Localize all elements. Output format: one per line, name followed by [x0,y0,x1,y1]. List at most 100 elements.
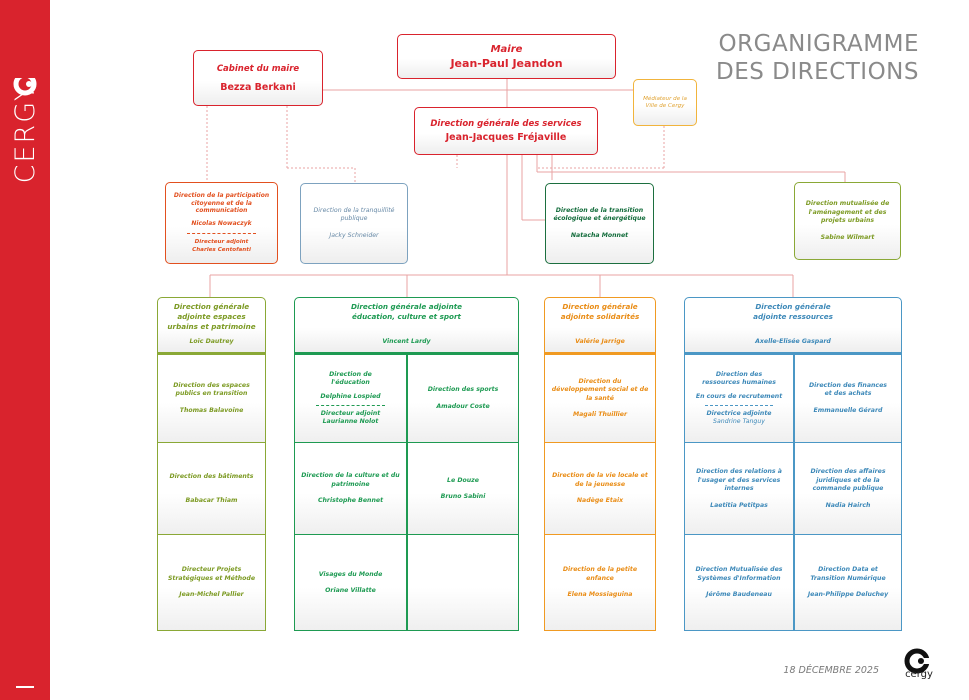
cell-title: Le Douze [447,476,479,484]
dga-education-title: Direction générale adjointe éducation, c… [350,302,463,321]
cell-title: Direction des espaces publics en transit… [173,381,250,398]
cell-developpement-social: Direction du développement social et de … [545,355,655,443]
cell-title: Direction des sports [427,386,499,393]
cabinet-title: Cabinet du maire [216,63,300,74]
tranquillite-name: Jacky Schneider [329,231,379,239]
cell-title: Visages du Monde [318,570,383,578]
logo-text: cergy [905,669,933,680]
cell-name: Delphine Lospied [320,392,381,400]
sidebar-mark [16,686,34,688]
cell-title: Direction de la culture et du patrimoine [301,472,400,488]
cell-visages-du-monde: Visages du Monde Oriane Villatte [295,536,406,630]
cell-name: Nadège Etaix [576,497,624,505]
cell-name: Christophe Bennet [317,497,384,505]
sidebar: CERGY [0,0,50,700]
cell-name: Nadia Hairch [825,501,871,509]
cell-title: Direction des relations à l'usager et de… [696,468,782,492]
education-divider [406,353,408,631]
cell-title: Direction Data et Transition Numérique [810,566,886,582]
transition-box: Direction de la transition écologique et… [545,183,654,264]
cell-title: Direction Mutualisée des Systèmes d'Info… [695,566,783,582]
cell-name: Babacar Thiam [185,497,238,504]
dgs-name: Jean-Jacques Fréjaville [445,132,567,143]
amenagement-title: Direction mutualisée de l'aménagement et… [805,200,890,224]
cell-relations-usager: Direction des relations à l'usager et de… [685,444,793,535]
participation-sub-name: Charles Centofanti [192,246,251,253]
cell-projets-strategiques: Directeur Projets Stratégiques et Méthod… [158,536,265,630]
transition-name: Natacha Monnet [570,231,629,239]
cell-batiments: Direction des bâtiments Babacar Thiam [158,444,265,535]
cell-petite-enfance: Direction de la petite enfance Elena Mos… [545,536,655,630]
cell-vie-locale: Direction de la vie locale et de la jeun… [545,444,655,535]
tranquillite-box: Direction de la tranquillité publique Ja… [300,183,408,264]
dga-ressources-title: Direction générale adjointe ressources [753,302,833,321]
mayor-title: Maire [490,43,523,55]
dga-solidarites-name: Valérie Jarrige [575,338,625,345]
amenagement-name: Sabine Wilmart [820,233,875,241]
cell-name: Magali Thuillier [572,411,628,418]
cell-culture: Direction de la culture et du patrimoine… [295,444,406,535]
mediateur-box: Médiateur de la Ville de Cergy [633,79,697,126]
cell-systemes-information: Direction Mutualisée des Systèmes d'Info… [685,536,793,630]
cell-sports: Direction des sports Amadour Coste [408,355,518,443]
cell-affaires-juridiques: Direction des affaires juridiques et de … [795,444,901,535]
cell-title: Direction des ressources humaines [702,370,776,387]
cell-name: Laetitia Petitpas [710,501,768,509]
cell-data-transition-numerique: Direction Data et Transition Numérique J… [795,536,901,630]
participation-name: Nicolas Nowaczyk [191,220,252,228]
participation-sub-title: Directeur adjoint [194,238,249,245]
cell-empty [408,536,518,630]
cell-name: Emmanuelle Gérard [813,406,883,414]
page-title: ORGANIGRAMME DES DIRECTIONS [716,30,919,86]
cell-divider [315,405,386,407]
cell-sub-name: Sandrine Tanguy [713,418,765,426]
ressources-divider [793,353,795,631]
cell-ressources-humaines: Direction des ressources humaines En cou… [685,355,793,443]
dga-espaces-column [157,353,266,631]
cell-name: Oriane Villatte [325,587,376,594]
cell-espaces-publics: Direction des espaces publics en transit… [158,355,265,443]
dga-espaces-title: Direction générale adjointe espaces urba… [167,302,256,331]
amenagement-box: Direction mutualisée de l'aménagement et… [794,182,901,260]
cell-title: Direction de la petite enfance [562,566,638,582]
cell-name: Amadour Coste [436,402,490,410]
title-line-2: DES DIRECTIONS [716,59,919,85]
cell-sub-title: Directrice adjointe [706,410,772,418]
mayor-box: Maire Jean-Paul Jeandon [397,34,616,79]
cell-title: Directeur Projets Stratégiques et Méthod… [167,566,256,582]
dga-solidarites-header: Direction générale adjointe solidarités … [544,297,656,353]
cell-title: Direction du développement social et de … [551,377,649,402]
dga-ressources-name: Axelle-Elisée Gaspard [755,338,831,345]
dga-solidarites-title: Direction générale adjointe solidarités [560,302,640,321]
cell-name: Bruno Sabini [440,493,486,500]
publication-date: 18 DÉCEMBRE 2025 [783,665,879,676]
cell-name: En cours de recrutement [695,392,783,400]
cabinet-box: Cabinet du maire Bezza Berkani [193,50,323,106]
cell-le-douze: Le Douze Bruno Sabini [408,444,518,535]
cell-title: Direction des bâtiments [169,472,254,480]
cell-name: Jérôme Baudeneau [706,591,772,599]
cell-education: Direction de l'éducation Delphine Lospie… [295,355,406,443]
cell-title: Direction des finances et des achats [809,381,887,398]
cell-divider [705,405,773,407]
cell-finances: Direction des finances et des achats Emm… [795,355,901,443]
participation-title: Direction de la participation citoyenne … [173,192,270,214]
dga-ressources-header: Direction générale adjointe ressources A… [684,297,902,353]
dga-espaces-header: Direction générale adjointe espaces urba… [157,297,266,353]
dga-education-name: Vincent Lardy [382,338,431,345]
tranquillite-title: Direction de la tranquillité publique [313,206,395,223]
participation-divider [186,232,257,234]
mediateur-title: Médiateur de la Ville de Cergy [643,95,687,109]
cell-sub-title: Directeur adjoint [320,410,381,418]
transition-title: Direction de la transition écologique et… [553,206,646,223]
mayor-name: Jean-Paul Jeandon [450,56,563,70]
dga-education-header: Direction générale adjointe éducation, c… [294,297,519,353]
cell-sub-name: Laurianne Nolot [322,418,379,426]
cell-title: Direction de l'éducation [329,370,372,387]
dgs-title: Direction générale des services [430,119,582,129]
cell-name: Elena Mossiaguina [567,591,633,599]
cell-name: Jean-Michel Pallier [179,591,244,599]
participation-box: Direction de la participation citoyenne … [165,182,278,264]
cell-name: Jean-Philippe Deluchey [807,591,889,599]
